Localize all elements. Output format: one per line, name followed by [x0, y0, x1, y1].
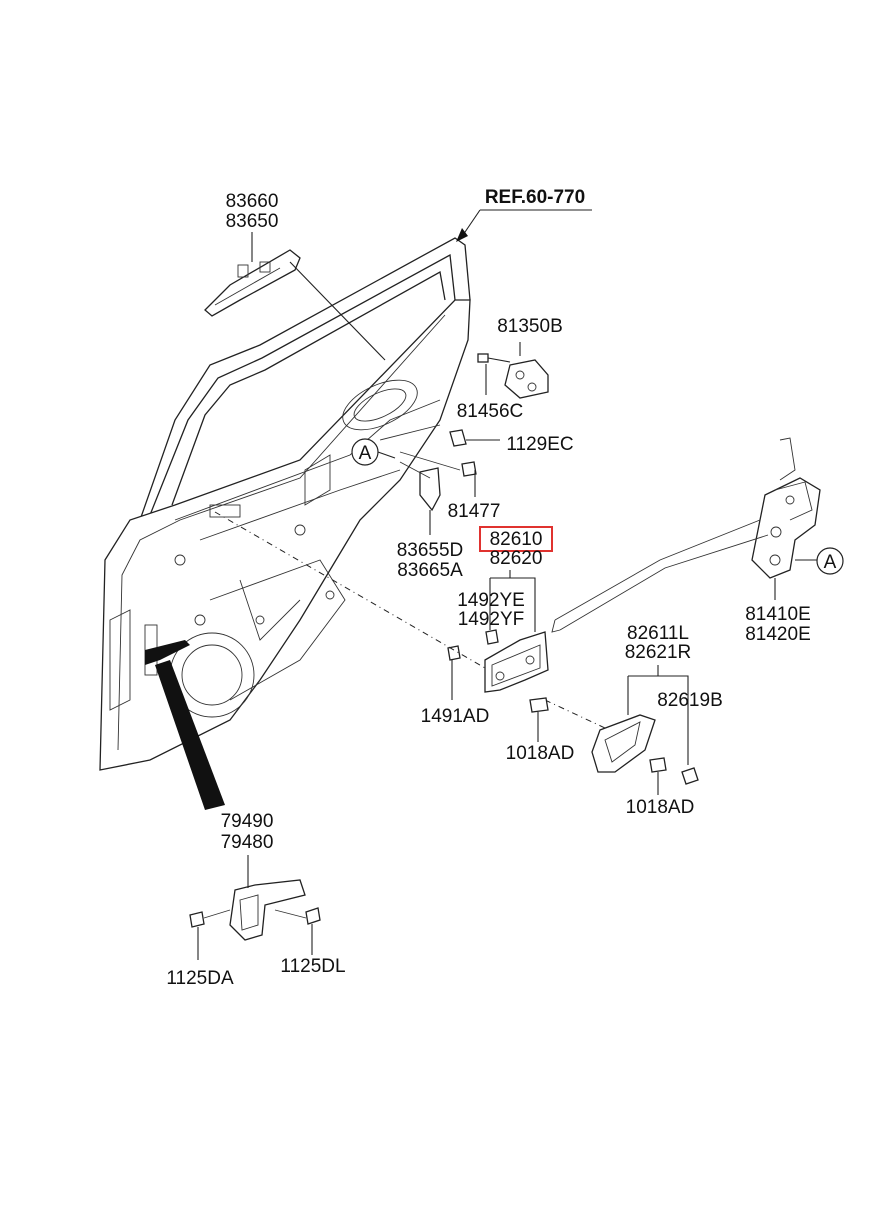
door-frame-drawing	[99, 237, 471, 771]
label-83660: 83660	[226, 191, 279, 212]
callout-a-left: A	[351, 438, 396, 466]
label-81420e: 81420E	[745, 624, 811, 645]
reference-leader	[456, 209, 592, 242]
inside-handle-drawing	[591, 665, 699, 785]
label-82611l: 82611L	[627, 623, 689, 644]
door-checker-drawing	[189, 855, 321, 960]
label-79480: 79480	[221, 832, 274, 853]
assembly-line-1	[214, 511, 486, 669]
label-81410e: 81410E	[745, 604, 811, 625]
label-81477: 81477	[448, 501, 501, 522]
label-83665a: 83665A	[397, 560, 463, 581]
screw-1018ad-a-drawing	[529, 697, 549, 742]
label-83655d: 83655D	[397, 540, 464, 561]
label-83650: 83650	[226, 211, 279, 232]
screw-1018ad-b-drawing	[649, 757, 667, 795]
label-82610: 82610	[490, 529, 543, 550]
label-1129ec: 1129EC	[506, 434, 573, 455]
label-82619b: 82619B	[657, 690, 723, 711]
label-1125dl: 1125DL	[280, 956, 345, 977]
label-79490: 79490	[221, 811, 274, 832]
label-1492ye: 1492YE	[457, 590, 525, 611]
svg-text:A: A	[359, 443, 372, 464]
outside-handle-drawing	[204, 232, 386, 361]
label-1018ad-b: 1018AD	[626, 797, 695, 818]
svg-text:A: A	[824, 552, 837, 573]
label-1125da: 1125DA	[166, 968, 234, 989]
label-1491ad: 1491AD	[421, 706, 490, 727]
callout-a-right: A	[816, 547, 844, 575]
striker-drawing	[379, 342, 549, 497]
label-1492yf: 1492YF	[458, 609, 525, 630]
rod-clip-drawing	[399, 461, 441, 535]
door-latch-drawing	[751, 437, 821, 600]
label-81456c: 81456C	[457, 401, 524, 422]
label-82620: 82620	[490, 548, 543, 569]
label-81350b: 81350B	[497, 316, 563, 337]
latch-cable-drawing	[551, 519, 769, 633]
inside-handle-housing-drawing	[447, 570, 549, 700]
label-1018ad-a: 1018AD	[506, 743, 575, 764]
assembly-line-2	[544, 699, 606, 729]
highlight-box-82610	[479, 526, 553, 552]
label-82621r: 82621R	[625, 642, 692, 663]
reference-label: REF.60-770	[485, 187, 585, 208]
wiring-harness-drawing	[145, 640, 225, 810]
